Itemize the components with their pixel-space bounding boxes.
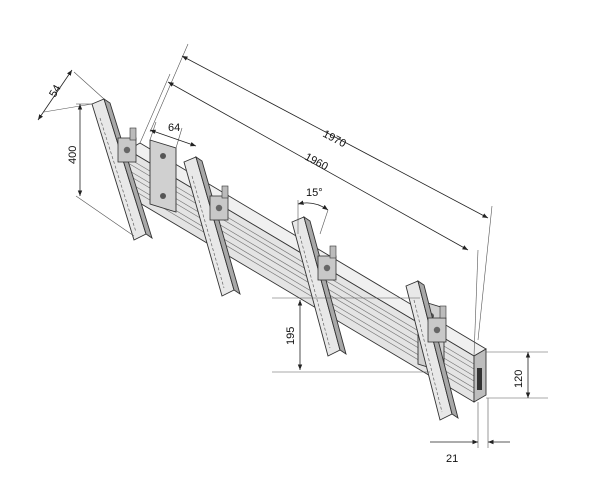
tilt-arm-4 (405, 279, 459, 421)
wall-bracket-left (149, 139, 177, 213)
label-54: 54 (47, 83, 64, 100)
dimension-rail-height: 120 (486, 351, 548, 399)
label-1970: 1970 (321, 128, 348, 150)
dimension-arm-thickness: 54 (37, 69, 105, 121)
dimension-bracket-width: 64 (149, 121, 197, 149)
dimension-rail-offset: 195 (272, 297, 430, 373)
label-120: 120 (513, 370, 525, 388)
label-1960: 1960 (303, 151, 330, 173)
dimension-tilt-angle: 15° (297, 187, 329, 235)
label-64: 64 (168, 122, 180, 134)
wall-bracket-hole (160, 153, 166, 159)
label-21: 21 (446, 453, 458, 465)
label-195: 195 (285, 327, 297, 345)
dimension-arm-height: 400 (67, 103, 135, 237)
label-15-degrees: 15° (306, 187, 323, 199)
label-400: 400 (67, 146, 79, 164)
rail-end-slot (477, 368, 482, 390)
dimension-rail-depth: 21 (430, 398, 510, 465)
wall-bracket-hole (160, 193, 166, 199)
tilt-arm-1 (91, 97, 153, 241)
tilt-arm-3 (291, 215, 347, 357)
